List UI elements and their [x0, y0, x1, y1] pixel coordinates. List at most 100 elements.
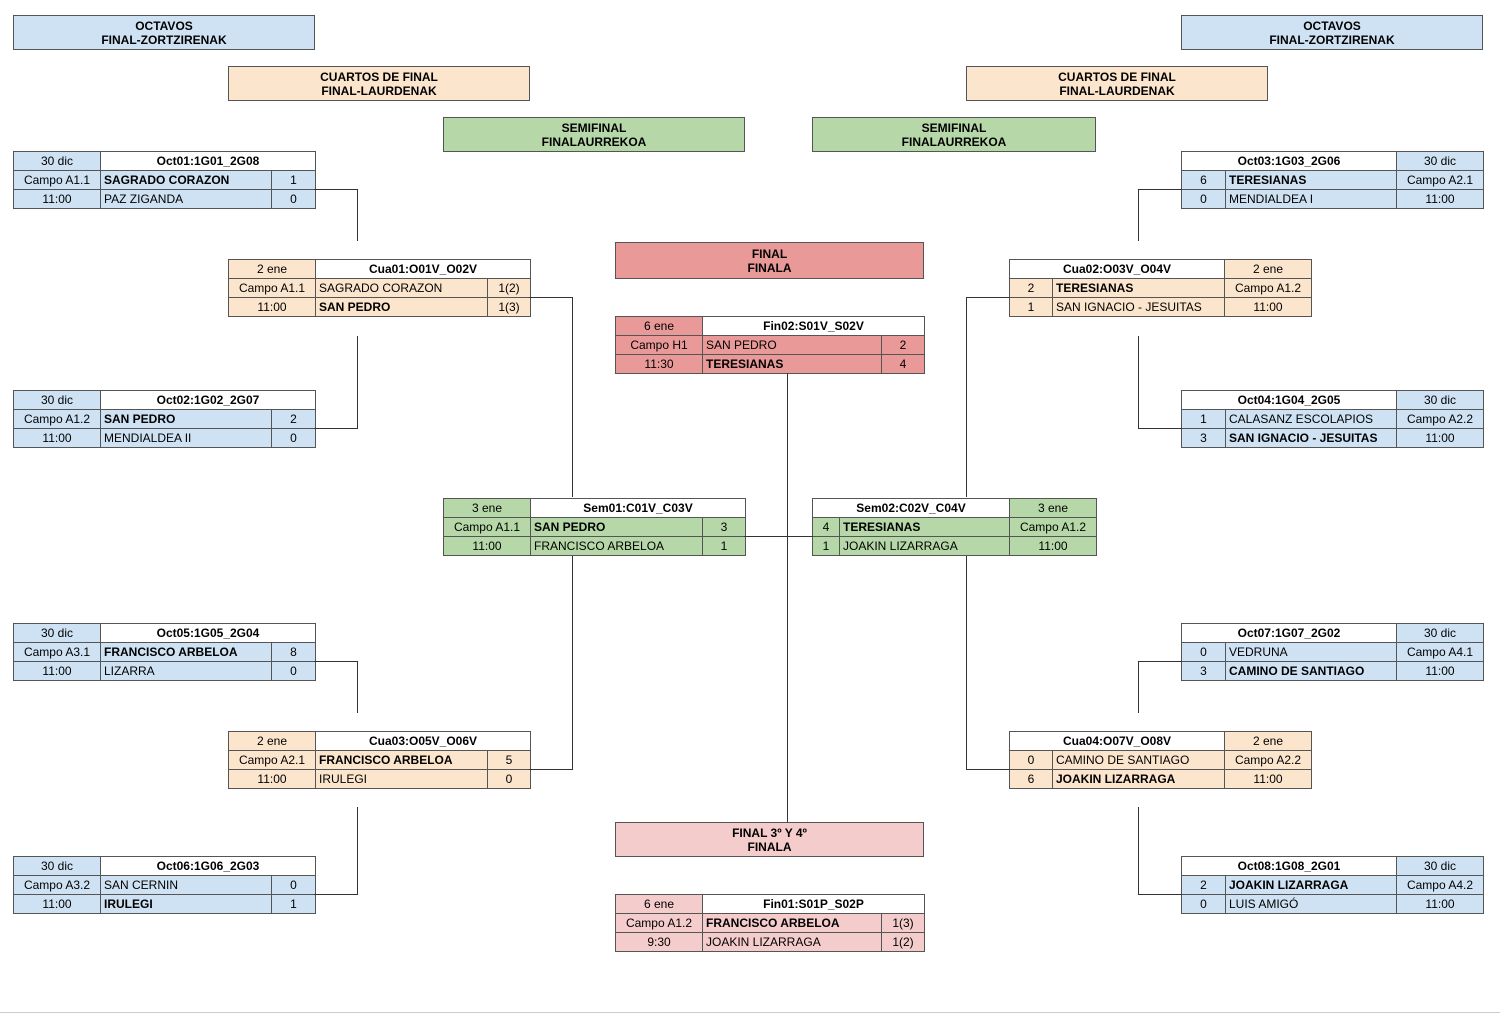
connector-line — [1138, 189, 1139, 241]
team-score: 4 — [882, 355, 925, 374]
match-date: 3 ene — [444, 499, 531, 518]
team-score: 1(3) — [882, 914, 925, 933]
match-time: 11:00 — [14, 429, 101, 448]
team-score: 1 — [1182, 410, 1226, 429]
match-field: Campo A1.2 — [14, 410, 101, 429]
team-score: 0 — [1010, 751, 1053, 770]
team-name: SAN IGNACIO - JESUITAS — [1226, 429, 1397, 448]
connector-line — [314, 428, 358, 429]
team-score: 3 — [1182, 662, 1226, 681]
round-subtitle: FINAL-ZORTZIRENAK — [1269, 32, 1395, 47]
team-score: 1(2) — [882, 933, 925, 952]
team-score: 2 — [882, 336, 925, 355]
match-code: Cua02:O03V_O04V — [1010, 260, 1225, 279]
round-title: OCTAVOS — [135, 18, 193, 33]
team-name: SAGRADO CORAZON — [316, 279, 488, 298]
team-name: TERESIANAS — [703, 355, 882, 374]
match-code: Cua01:O01V_O02V — [316, 260, 531, 279]
match-date: 2 ene — [1225, 260, 1312, 279]
match-date: 3 ene — [1010, 499, 1097, 518]
team-name: LUIS AMIGÓ — [1226, 895, 1397, 914]
connector-line — [357, 807, 358, 894]
team-score: 0 — [272, 190, 316, 209]
match-code: Cua04:O07V_O08V — [1010, 732, 1225, 751]
team-score: 1 — [813, 537, 840, 556]
team-score: 6 — [1182, 171, 1226, 190]
connector-line — [529, 769, 573, 770]
connector-line — [1138, 661, 1182, 662]
team-name: PAZ ZIGANDA — [101, 190, 272, 209]
round-subtitle: FINALA — [747, 839, 792, 854]
team-score: 1(2) — [488, 279, 531, 298]
team-score: 1(3) — [488, 298, 531, 317]
team-name: SAN PEDRO — [531, 518, 703, 537]
team-name: JOAKIN LIZARRAGA — [840, 537, 1010, 556]
match-code: Oct08:1G08_2G01 — [1182, 857, 1397, 876]
team-score: 1 — [272, 895, 316, 914]
team-name: JOAKIN LIZARRAGA — [1053, 770, 1225, 789]
match-field: Campo A4.1 — [1397, 643, 1484, 662]
match-date: 30 dic — [14, 624, 101, 643]
round-title: CUARTOS DE FINAL — [320, 69, 438, 84]
team-score: 0 — [488, 770, 531, 789]
team-name: TERESIANAS — [1226, 171, 1397, 190]
team-score: 0 — [1182, 895, 1226, 914]
connector-line — [314, 189, 358, 190]
